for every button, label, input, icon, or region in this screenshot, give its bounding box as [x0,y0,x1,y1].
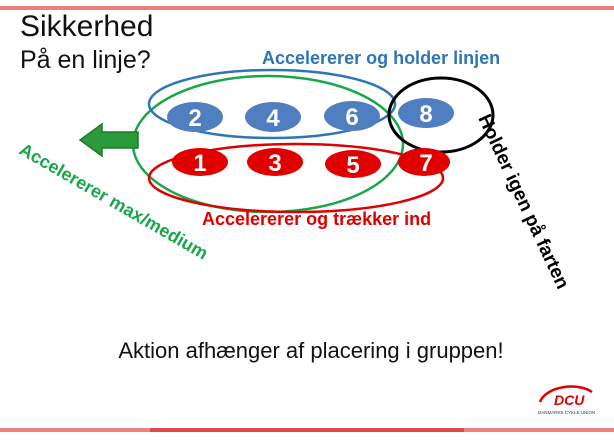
slide-caption: Aktion afhænger af placering i gruppen! [118,338,504,363]
arrow-left-icon [78,122,139,158]
rider-marker [325,150,381,178]
rider-number: 3 [268,150,281,177]
dcu-logo: DCU DANMARKS CYKLE UNION [538,385,595,415]
rider-number: 8 [419,101,432,128]
rider-marker [167,102,223,132]
logo-subtext: DANMARKS CYKLE UNION [538,410,595,415]
rider-marker [245,102,301,132]
rider-marker [324,101,380,131]
rider-marker [247,148,303,176]
rider-number: 4 [266,105,280,132]
rider-number: 6 [345,104,358,131]
rider-marker [172,148,228,176]
blue-group-ellipse [147,68,397,140]
rider-marker [398,98,454,128]
rider-row-bottom: 1 3 5 7 [172,148,450,179]
top-rule [0,6,614,10]
rider-number: 5 [346,152,359,179]
rider-number: 2 [188,105,201,132]
rider-number: 1 [193,150,206,177]
rider-row-top: 2 4 6 8 [167,98,454,132]
bottom-rule [0,428,614,432]
logo-text: DCU [554,392,585,408]
rider-number: 7 [419,150,432,177]
rider-marker [398,148,450,176]
label-red: Accelererer og trækker ind [202,209,431,229]
slide-subtitle: På en linje? [20,46,151,74]
slide-title: Sikkerhed [20,10,154,43]
red-group-ellipse [147,142,445,214]
label-blue: Accelererer og holder linjen [262,48,500,68]
label-black: Holder igen på farten [473,111,572,292]
